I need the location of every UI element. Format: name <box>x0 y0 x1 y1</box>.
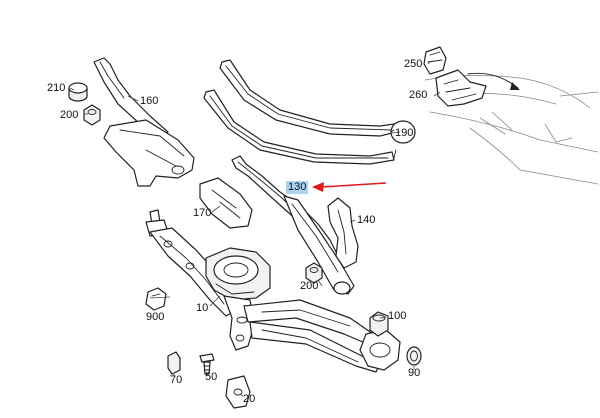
label-200-top: 200 <box>60 109 79 121</box>
label-210: 210 <box>47 82 66 94</box>
part-200-nut <box>83 104 101 126</box>
part-90-cap <box>406 346 422 366</box>
part-50-screw <box>199 353 215 375</box>
label-50: 50 <box>205 371 218 383</box>
part-160-wiper-arm <box>93 57 195 187</box>
part-190-wiper-blades <box>203 59 416 165</box>
part-170-cover <box>199 177 253 229</box>
label-90: 90 <box>408 367 421 379</box>
part-200-nut-b <box>305 262 323 284</box>
label-70: 70 <box>170 374 183 386</box>
label-10: 10 <box>196 302 209 314</box>
label-20: 20 <box>243 393 256 405</box>
label-900: 900 <box>146 311 165 323</box>
label-200-middle: 200 <box>300 280 319 292</box>
label-130-highlighted: 130 <box>286 181 309 194</box>
part-260-cowl <box>435 69 520 107</box>
highlight-arrow <box>312 182 387 192</box>
label-100: 100 <box>388 310 407 322</box>
label-190: 190 <box>395 127 414 139</box>
part-100-sleeve <box>369 311 389 337</box>
part-210-cap <box>68 82 88 102</box>
label-160: 160 <box>140 95 159 107</box>
label-170: 170 <box>193 207 212 219</box>
part-900-clip <box>145 287 167 311</box>
part-20-bracket <box>225 375 251 409</box>
part-140-cover <box>327 197 359 269</box>
label-250: 250 <box>404 58 423 70</box>
part-70-grommet <box>167 351 181 375</box>
leader-lines <box>69 61 441 397</box>
part-10-linkage-motor <box>145 209 401 373</box>
label-140: 140 <box>357 214 376 226</box>
label-260: 260 <box>409 89 428 101</box>
part-250-clip <box>423 46 447 75</box>
part-130-wiper-arm <box>231 155 355 295</box>
